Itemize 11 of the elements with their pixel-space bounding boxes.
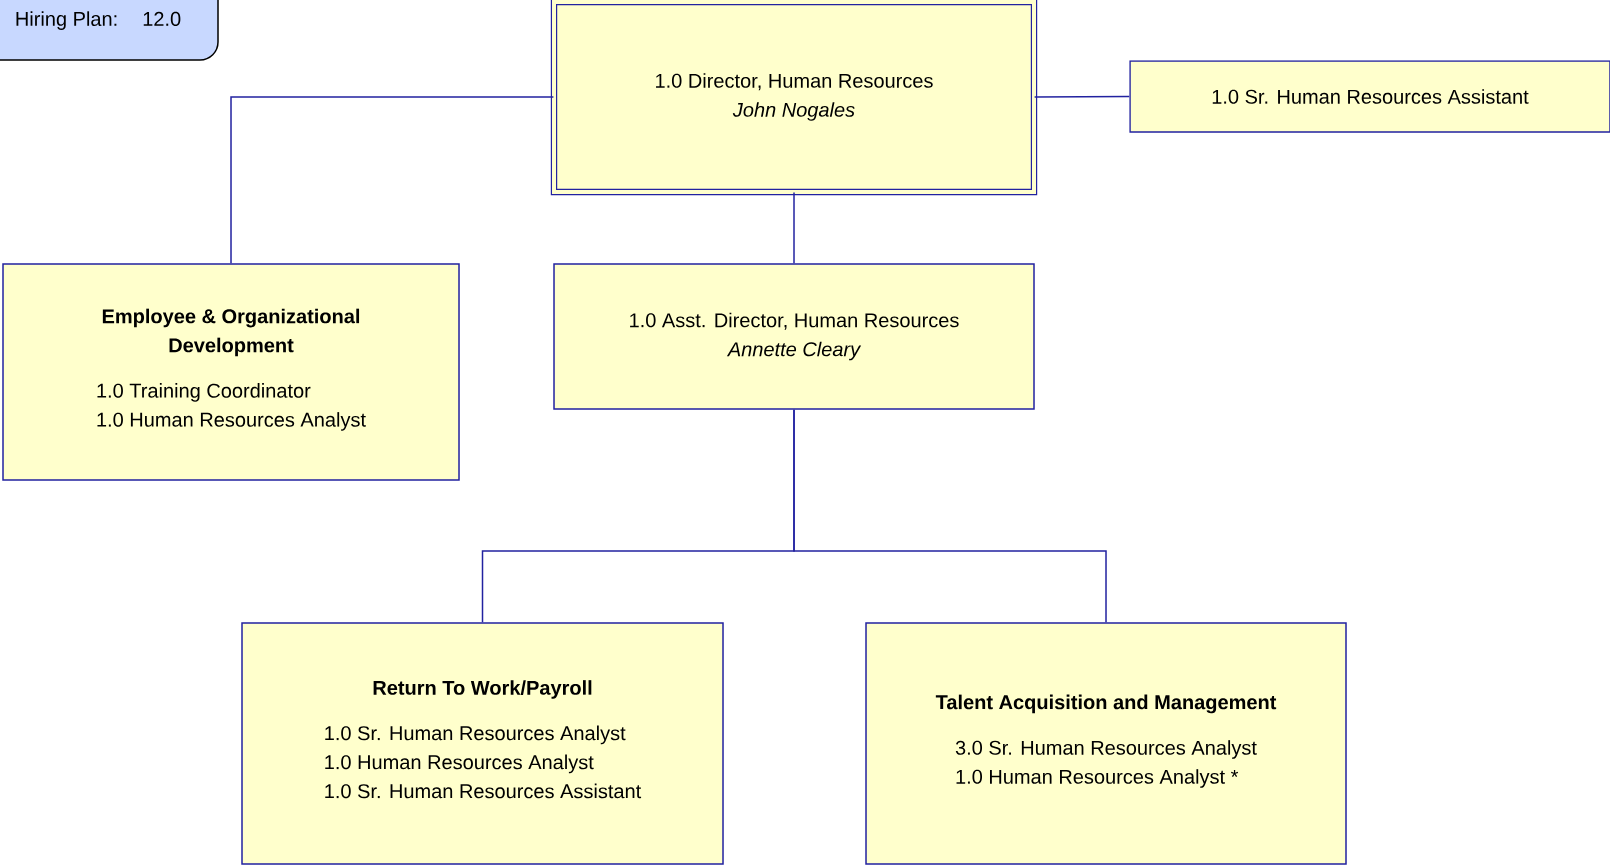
connector-line: [793, 191, 795, 264]
info-box: Hiring Plan: 12.0: [0, 0, 219, 61]
org-box: 1.0 Sr. Human Resources Assistant: [1129, 60, 1610, 133]
org-box: 1.0 Director, Human Resources John Nogales: [550, 0, 1038, 196]
org-box: Return To Work/Payroll 1.0 Sr. Human Resources Analyst 1.0 Human Resources Analyst 1.0 Sr. Human Resources Assistant: [241, 622, 724, 865]
org-box: Talent Acquisition and Management 3.0 Sr. Human Resources Analyst 1.0 Human Resources Analyst *: [865, 622, 1347, 865]
org-box: 1.0 Asst. Director, Human Resources Annette Cleary: [553, 263, 1035, 410]
connector-line: [793, 409, 1107, 623]
connector-line: [1033, 95, 1130, 98]
org-box: Employee & Organizational Development 1.0 Training Coordinator 1.0 Human Resources Analyst: [2, 263, 460, 481]
connector-line: [230, 96, 555, 264]
